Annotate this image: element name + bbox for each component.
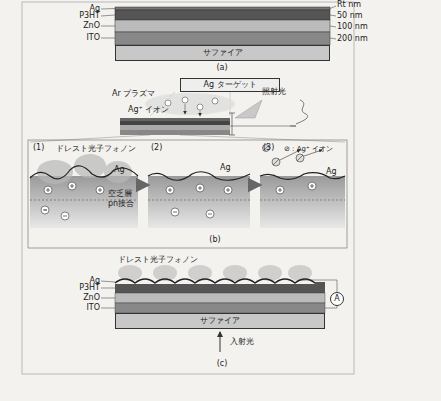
node-text: (2) (151, 144, 162, 153)
stage-arrow (138, 184, 148, 187)
stage-panel: (3) ⊘ : Ag⁺ イオン Ag (260, 142, 345, 228)
node-text: pn接合 (108, 200, 134, 209)
node-text: Ag ターゲット (203, 81, 256, 90)
node-text: ドレスト光子フォノン (56, 145, 136, 154)
node-text: A (334, 295, 339, 304)
label: Ag⁺ イオン (128, 106, 169, 115)
stage-arrow (250, 184, 260, 187)
label: 200 nm (337, 35, 368, 44)
label: P3HT (79, 284, 100, 293)
label: (b) (209, 236, 220, 245)
node-text: ⊘ : Ag⁺ イオン (284, 146, 333, 154)
node-text: (3) (263, 144, 274, 153)
node-text: Ag (326, 168, 337, 177)
substrate-band: サファイア (115, 313, 325, 329)
label: P3HT (79, 12, 100, 21)
node-text: Ag (114, 166, 125, 175)
label: 100 nm (337, 23, 368, 32)
node-text: Ag (220, 164, 231, 173)
stage-panel: (1) ドレスト光子フォノン Ag 空乏層pn接合 (30, 142, 138, 228)
node-text: (1) (33, 144, 44, 153)
label: 照射光 (262, 88, 286, 97)
label: (c) (217, 360, 228, 369)
substrate-band: サファイア (115, 45, 330, 61)
stage-panel: (2) Ag (148, 142, 250, 228)
label: ITO (86, 34, 100, 43)
label: ZnO (83, 294, 100, 303)
label: Ar プラズマ (112, 90, 155, 99)
node-text: サファイア (200, 317, 240, 326)
label: 50 nm (337, 12, 363, 21)
label: ZnO (83, 22, 100, 31)
label: (a) (216, 64, 227, 73)
label: ITO (86, 304, 100, 313)
node-text: 空乏層 (108, 190, 132, 199)
label: Rt nm (337, 1, 361, 10)
label: 入射光 (230, 338, 254, 347)
node-text: サファイア (203, 49, 243, 58)
label: ドレスト光子フォノン (118, 256, 198, 265)
ammeter-symbol: A (330, 292, 344, 306)
